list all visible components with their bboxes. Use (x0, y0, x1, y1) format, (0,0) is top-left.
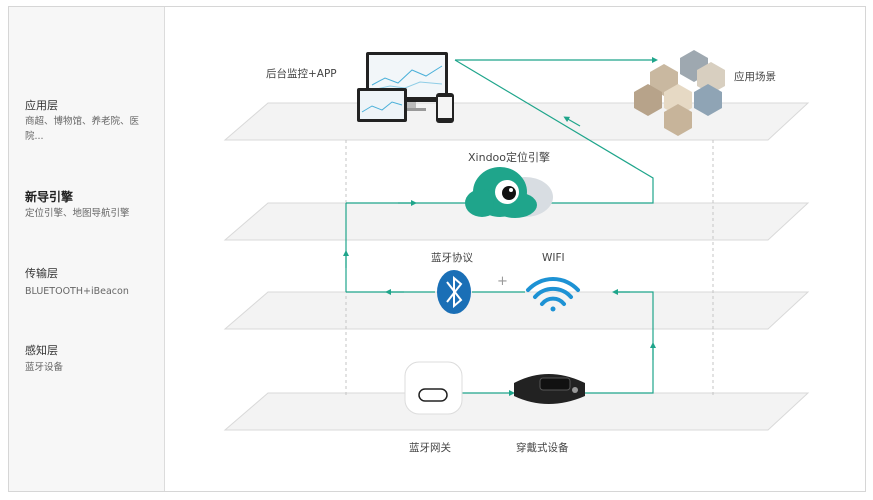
gateway-icon (404, 361, 463, 415)
bluetooth-label: 蓝牙协议 (431, 251, 473, 264)
engine-cloud-icon (465, 167, 553, 218)
engine-label: Xindoo定位引擎 (468, 150, 550, 164)
wifi-icon (526, 277, 580, 312)
wearable-band-icon (514, 374, 585, 404)
layer-desc-transport: BLUETOOTH+iBeacon (25, 286, 129, 297)
layer-desc-perception: 蓝牙设备 (25, 362, 64, 373)
wearable-label: 穿戴式设备 (516, 441, 569, 454)
layer-desc-engine: 定位引擎、地图导航引擎 (25, 208, 130, 219)
layer-title-application: 应用层 (25, 99, 58, 112)
scenes-label: 应用场景 (734, 70, 776, 83)
layer-sidebar: 应用层 商超、博物馆、养老院、医院... 新导引擎 定位引擎、地图导航引擎 传输… (9, 7, 165, 491)
wifi-label: WIFI (542, 252, 565, 264)
plane-perception (223, 392, 810, 431)
layer-title-engine: 新导引擎 (25, 190, 74, 204)
backend-label: 后台监控+APP (266, 67, 337, 80)
bluetooth-icon (437, 270, 471, 314)
diagram-frame (8, 6, 866, 492)
layer-title-perception: 感知层 (25, 344, 58, 357)
backend-devices-icon (357, 52, 454, 123)
scenes-hexagons-icon (634, 50, 725, 136)
plus-sign: + (497, 274, 508, 289)
gateway-label: 蓝牙网关 (409, 441, 451, 454)
plane-transport (223, 291, 810, 330)
layer-title-transport: 传输层 (25, 267, 58, 280)
data-flow-lines (343, 57, 658, 396)
flow-engine-to-backend (454, 59, 654, 204)
layer-desc-application: 商超、博物馆、养老院、医院... (25, 116, 140, 142)
arrow-engine-to-backend (563, 116, 581, 127)
